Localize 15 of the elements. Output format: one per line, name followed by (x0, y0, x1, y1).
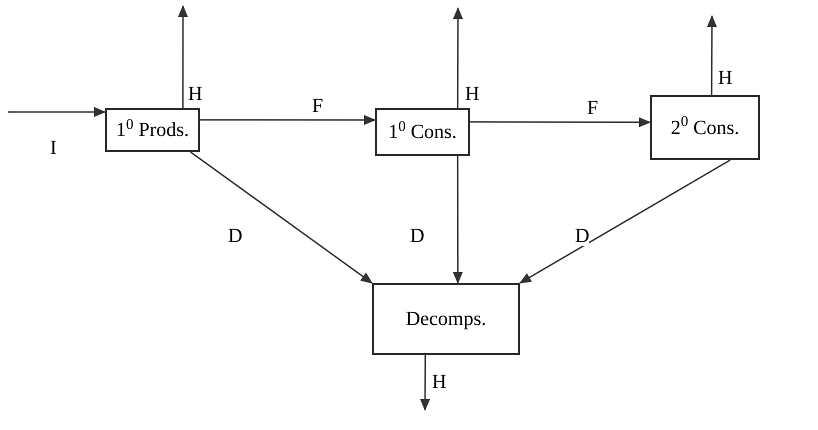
arrow (420, 355, 430, 411)
arrow (200, 115, 376, 125)
arrow (470, 117, 651, 128)
arrow (190, 151, 373, 284)
process-box: 2$^{0}$ Cons. (650, 95, 760, 160)
arrow (8, 106, 106, 117)
process-box: 1$^{0}$ Prods. (105, 108, 200, 152)
arrow (706, 15, 717, 95)
arrow (452, 7, 463, 108)
arrow (178, 5, 188, 108)
arrow (452, 156, 463, 284)
process-box: Decomps. (372, 283, 520, 355)
process-box: 1$^{0}$ Cons. (375, 108, 470, 156)
edge-label: D (575, 226, 590, 246)
arrow (519, 159, 731, 284)
